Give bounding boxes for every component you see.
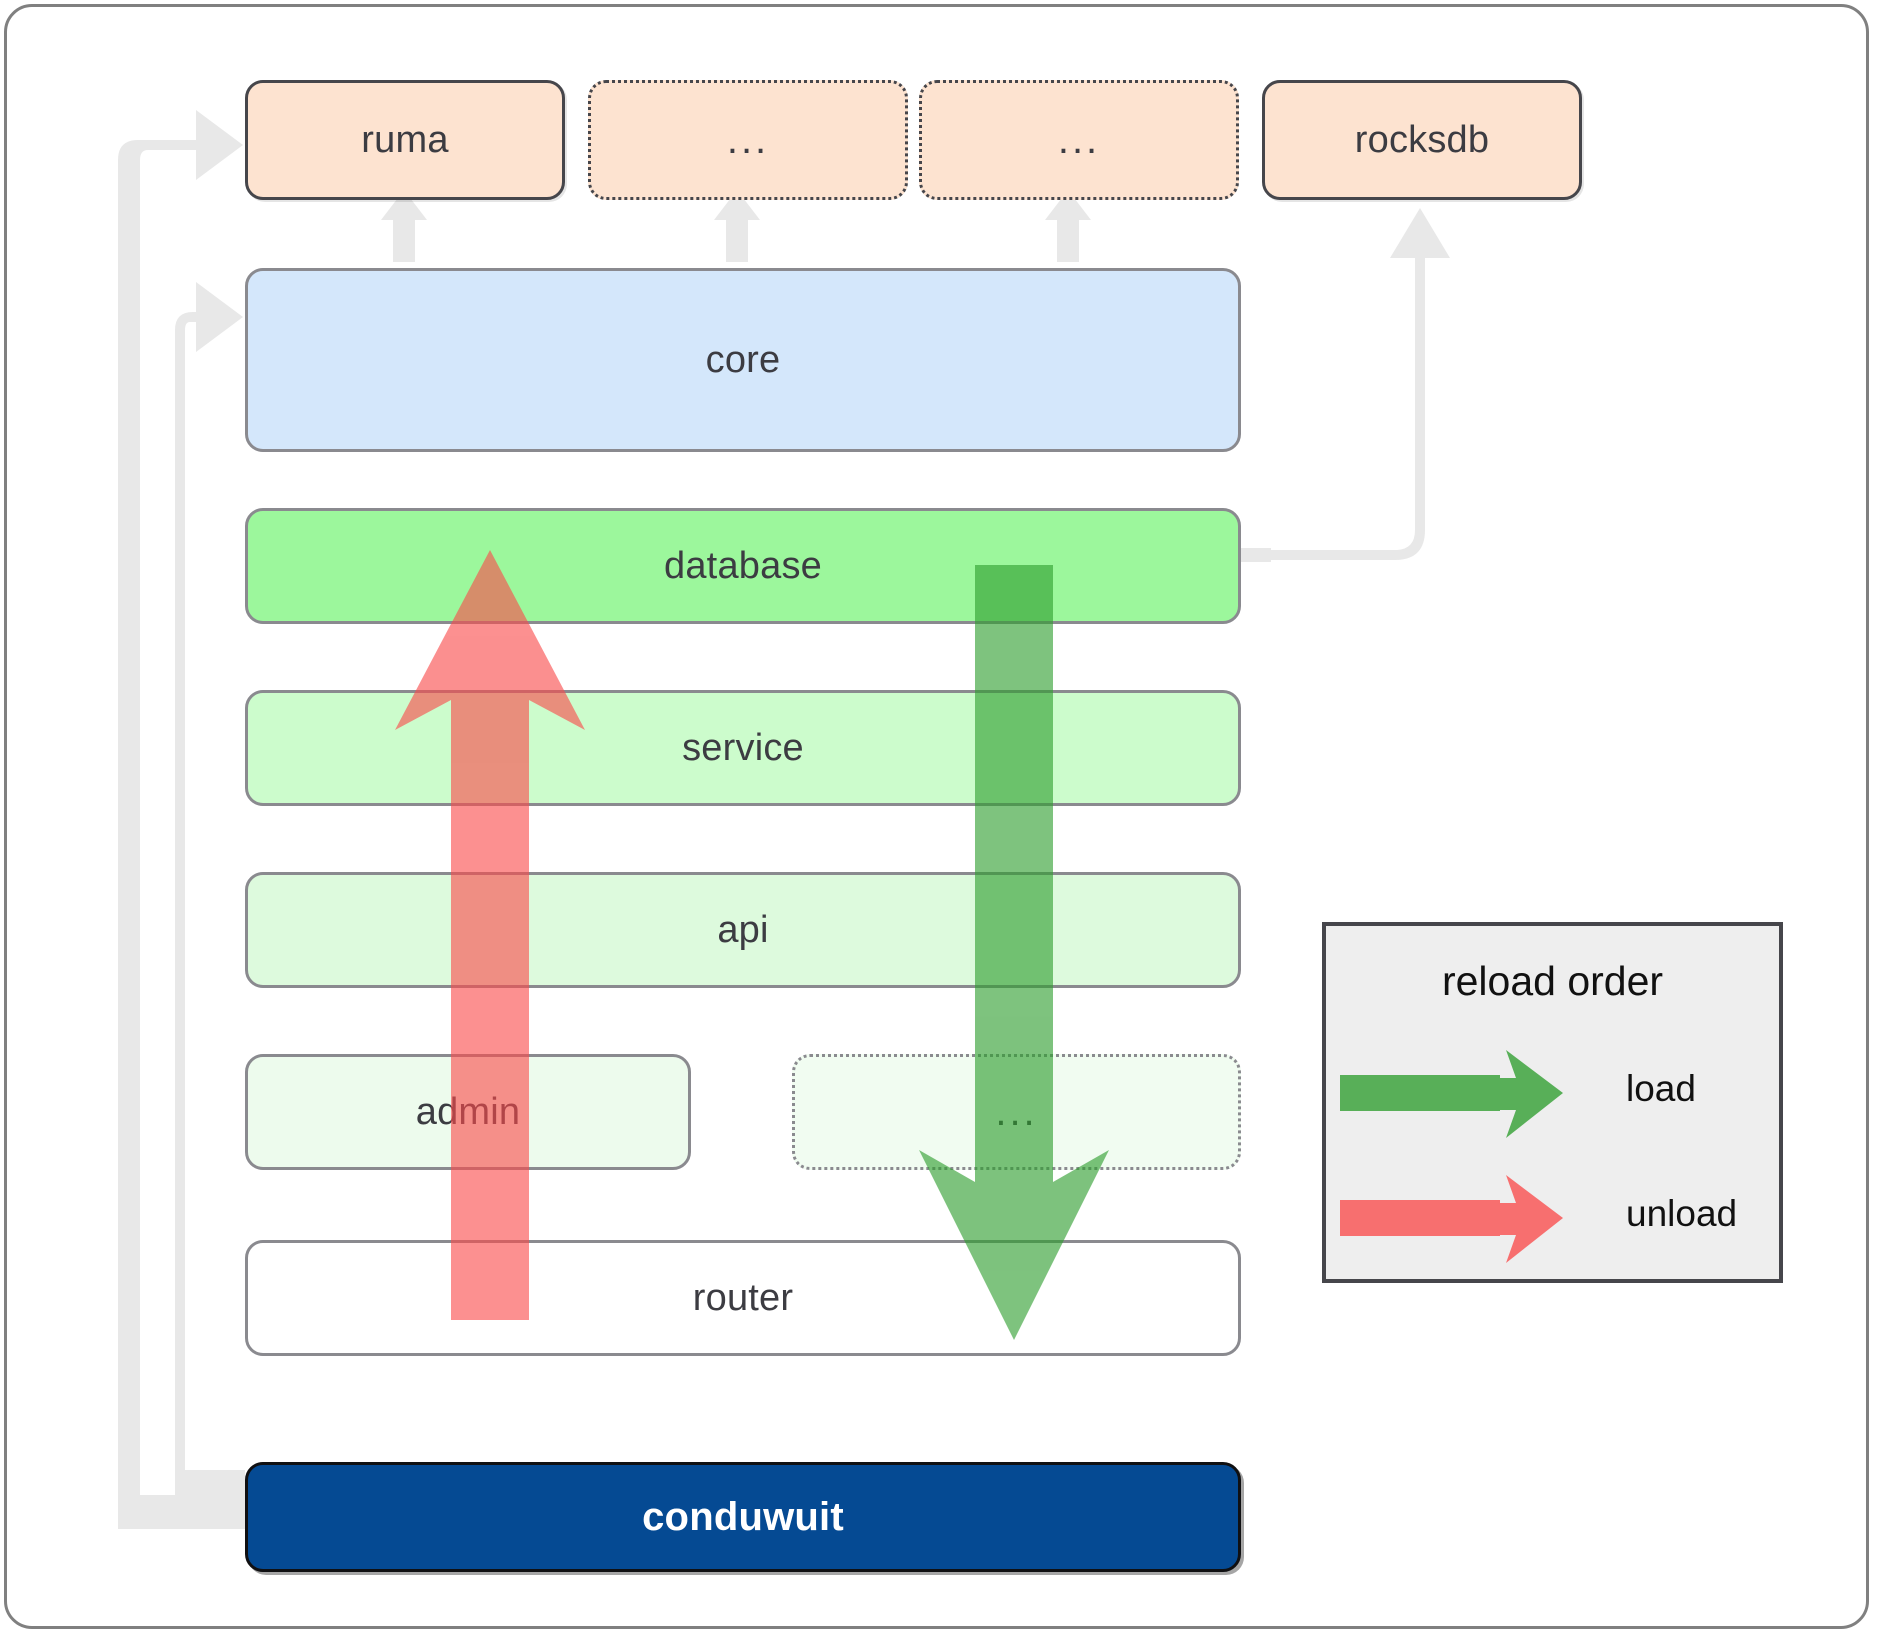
layer-label-router: router xyxy=(692,1276,794,1319)
legend-row-unload: unload xyxy=(1326,1175,1779,1263)
layer-label-conduwuit: conduwuit xyxy=(642,1494,844,1539)
dependency-node-more-2[interactable]: ... xyxy=(919,80,1239,200)
legend-panel: reload order load unload xyxy=(1322,922,1783,1283)
layer-node-admin-more[interactable]: ... xyxy=(792,1054,1241,1170)
layer-label-admin: admin xyxy=(415,1090,521,1133)
legend-label-unload: unload xyxy=(1626,1193,1738,1234)
dependency-label-ruma: ruma xyxy=(361,118,449,161)
dependency-node-more-1[interactable]: ... xyxy=(588,80,908,200)
legend-unload-arrow-icon xyxy=(1340,1175,1563,1263)
dependency-label-more-1: ... xyxy=(726,118,770,162)
layer-node-service[interactable]: service xyxy=(245,690,1241,806)
legend-label-load: load xyxy=(1626,1068,1696,1109)
layer-label-service: service xyxy=(682,726,804,769)
legend-load-arrow-icon xyxy=(1340,1050,1563,1138)
dependency-node-rocksdb[interactable]: rocksdb xyxy=(1262,80,1582,200)
legend-row-load: load xyxy=(1326,1050,1779,1138)
dependency-label-more-2: ... xyxy=(1057,118,1101,162)
dependency-label-rocksdb: rocksdb xyxy=(1354,118,1490,161)
layer-node-conduwuit[interactable]: conduwuit xyxy=(245,1462,1241,1572)
layer-node-admin[interactable]: admin xyxy=(245,1054,691,1170)
layer-label-core: core xyxy=(705,338,781,381)
layer-node-database[interactable]: database xyxy=(245,508,1241,624)
layer-label-api: api xyxy=(717,908,769,951)
legend-title: reload order xyxy=(1441,958,1664,1004)
layer-label-database: database xyxy=(664,544,822,587)
layer-label-admin-more: ... xyxy=(995,1090,1038,1134)
layer-node-api[interactable]: api xyxy=(245,872,1241,988)
layer-node-router[interactable]: router xyxy=(245,1240,1241,1356)
layer-node-core[interactable]: core xyxy=(245,268,1241,452)
dependency-node-ruma[interactable]: ruma xyxy=(245,80,565,200)
